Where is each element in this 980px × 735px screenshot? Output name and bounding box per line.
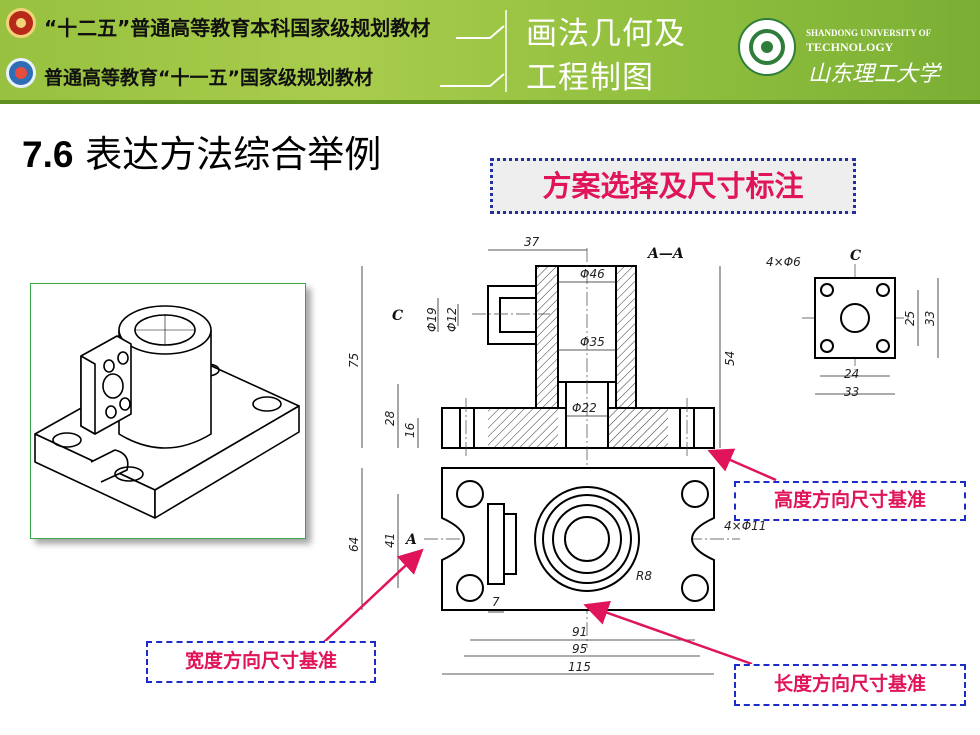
dim-4xphi6: 4×Φ6 <box>766 255 801 269</box>
university-name-en-2: TECHNOLOGY <box>806 40 894 54</box>
dim-75: 75 <box>347 353 361 368</box>
isometric-picture <box>30 283 306 539</box>
dim-37: 37 <box>524 235 540 249</box>
callout-height-datum: 高度方向尺寸基准 <box>734 481 966 521</box>
book-title-line-1: 画法几何及 <box>526 16 686 52</box>
banner-divider-lines <box>440 10 507 92</box>
view-c <box>814 277 896 359</box>
section-label: A—A <box>646 246 684 262</box>
top-view <box>441 467 715 611</box>
dim-91: 91 <box>572 625 587 639</box>
dim-r8: R8 <box>636 569 652 583</box>
dim-phi46: Φ46 <box>580 267 605 281</box>
university-name-cn: 山东理工大学 <box>808 62 941 87</box>
dim-phi22: Φ22 <box>572 401 597 415</box>
dim-33-vertical: 33 <box>923 311 937 326</box>
callout-length-datum: 长度方向尺寸基准 <box>734 664 966 706</box>
dim-115: 115 <box>568 660 591 674</box>
engineering-drawing: 37 Φ46 Φ35 Φ22 Φ19 Φ12 75 54 28 16 A—A C… <box>340 228 970 692</box>
banner-underline <box>0 100 980 104</box>
header-banner: “十二五”普通高等教育本科国家级规划教材 普通高等教育“十一五”国家级规划教材 … <box>0 0 980 100</box>
dim-41: 41 <box>383 533 397 548</box>
dim-16: 16 <box>403 422 417 438</box>
series-title-1: “十二五”普通高等教育本科国家级规划教材 <box>44 16 431 40</box>
series-title-2: 普通高等教育“十一五”国家级规划教材 <box>44 67 373 89</box>
section-mark-a: A <box>404 532 417 548</box>
drawing-canvas: 37 Φ46 Φ35 Φ22 Φ19 Φ12 75 54 28 16 A—A C… <box>347 235 939 675</box>
isometric-drawing <box>34 305 300 519</box>
dim-phi35: Φ35 <box>580 335 605 349</box>
dim-95: 95 <box>572 642 587 656</box>
dim-4xphi11: 4×Φ11 <box>724 519 766 533</box>
dim-25: 25 <box>903 311 917 326</box>
series-emblem-icon <box>6 8 36 38</box>
slide-title-text: 表达方法综合举例 <box>85 133 382 176</box>
callout-width-datum: 宽度方向尺寸基准 <box>146 641 376 683</box>
dim-54: 54 <box>723 351 737 366</box>
dim-phi19: Φ19 <box>425 307 439 332</box>
dim-33-horizontal: 33 <box>844 385 859 399</box>
series-emblem-2-icon <box>6 58 36 88</box>
slide-title: 7.6 表达方法综合举例 <box>22 124 381 178</box>
dim-phi12: Φ12 <box>445 307 459 332</box>
dim-64: 64 <box>347 537 361 552</box>
dim-7: 7 <box>492 595 500 609</box>
slide-subtitle: 方案选择及尺寸标注 <box>490 158 856 214</box>
slide-title-number: 7.6 <box>22 134 74 175</box>
view-c-arrow-label: C <box>392 308 403 324</box>
dim-24: 24 <box>844 367 859 381</box>
university-logo-icon <box>738 18 796 76</box>
book-title-line-2: 工程制图 <box>526 60 654 96</box>
dim-28: 28 <box>383 410 397 426</box>
university-name-en-1: SHANDONG UNIVERSITY OF <box>806 28 932 38</box>
view-c-label: C <box>850 248 861 264</box>
